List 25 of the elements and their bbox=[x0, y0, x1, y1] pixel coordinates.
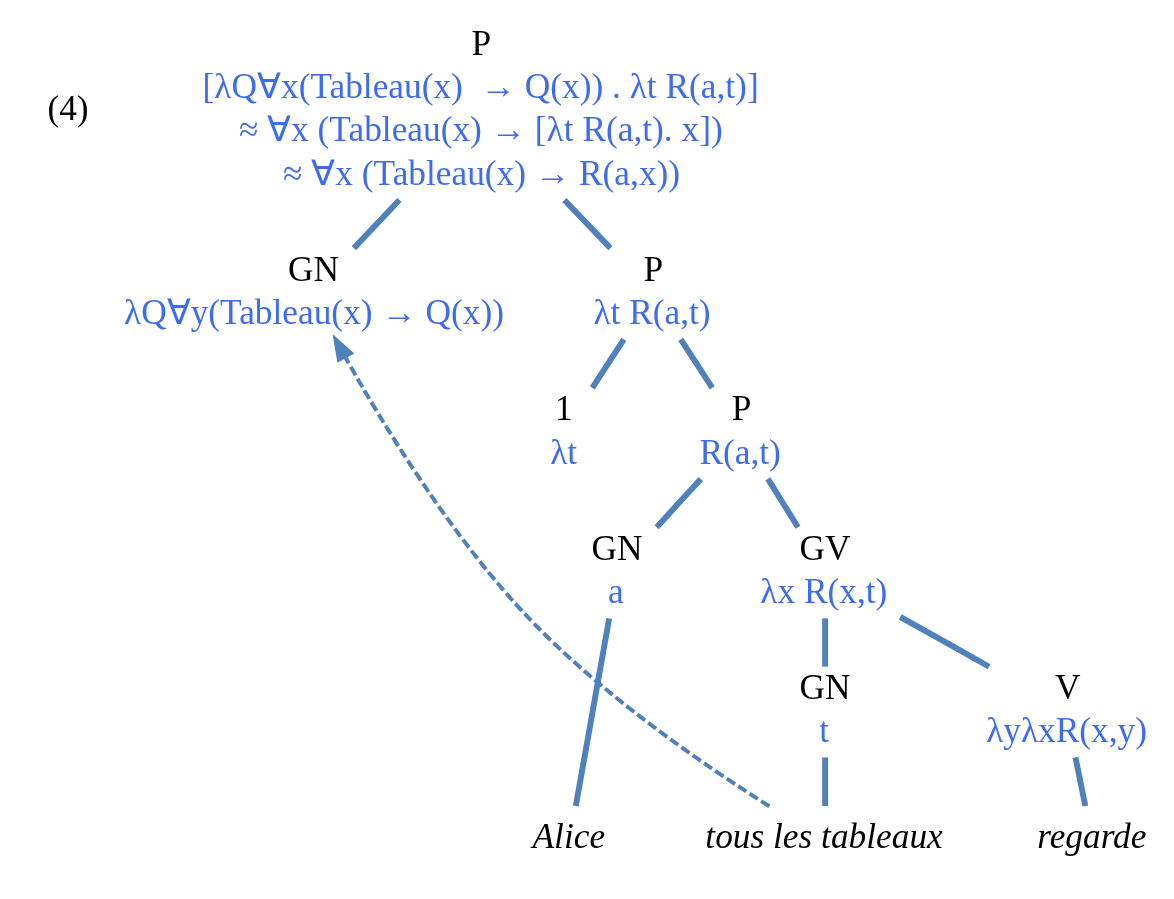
node-text: GN t bbox=[799, 667, 851, 750]
node-text: regarde bbox=[1037, 816, 1147, 856]
connector bbox=[654, 476, 704, 529]
node-text: GN a bbox=[591, 528, 643, 611]
connector bbox=[822, 756, 829, 806]
node-text: 1 λt bbox=[550, 388, 578, 472]
node-text: P λt R(a,t) bbox=[593, 249, 711, 332]
connector bbox=[589, 337, 627, 389]
node-text: P [λQ∀x(Tableau(x) → Q(x)) . λt R(a,t)] ≈ ∀x (Tableau(x) → [λt R(a,t). x]) ≈ ∀x (Tableau(x) → R(a,x)) bbox=[202, 23, 759, 193]
node-text: tous les tableaux bbox=[705, 816, 943, 856]
connector bbox=[572, 617, 613, 807]
connector bbox=[1072, 756, 1089, 807]
connector bbox=[898, 613, 991, 669]
node-text: V λyλxR(x,y) bbox=[986, 667, 1147, 750]
node-text: GV λx R(x,t) bbox=[760, 528, 888, 611]
label: (4) bbox=[47, 88, 89, 128]
connector bbox=[351, 197, 402, 250]
connector bbox=[765, 476, 801, 529]
node-text: P R(a,t) bbox=[699, 388, 781, 472]
connector bbox=[822, 617, 829, 667]
node-text: Alice bbox=[532, 816, 606, 856]
arrow bbox=[332, 333, 771, 808]
connector bbox=[678, 337, 715, 389]
node-text: GN λQ∀y(Tableau(x) → Q(x)) bbox=[124, 249, 505, 332]
connector bbox=[562, 197, 613, 250]
